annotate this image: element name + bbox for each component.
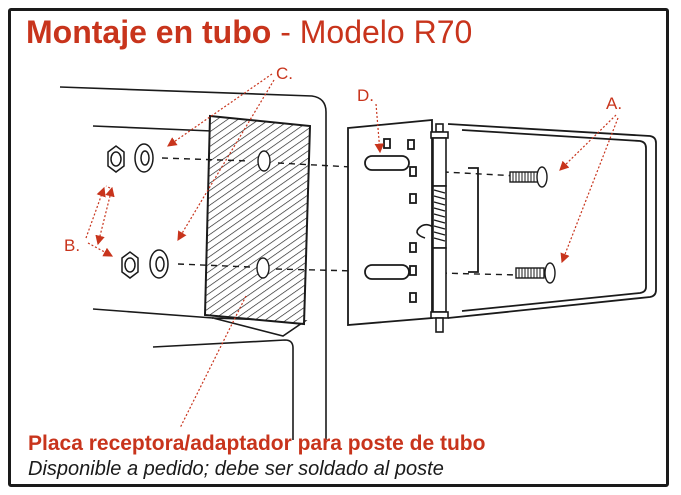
pipe-post	[59, 86, 327, 440]
bolt-top	[509, 166, 548, 188]
washer-bottom	[149, 249, 169, 279]
hinge-plate	[347, 119, 433, 326]
title-bold: Montaje en tubo	[26, 14, 272, 50]
title-model: - Modelo R70	[271, 14, 473, 50]
nut-top	[107, 145, 125, 173]
caption-note: Disponible a pedido; debe ser soldado al…	[28, 458, 444, 480]
nut-bottom	[121, 251, 139, 279]
caption-heading: Placa receptora/adaptador para poste de …	[28, 432, 486, 455]
label-c: C.	[276, 64, 293, 83]
diagram-title: Montaje en tubo - Modelo R70	[26, 16, 472, 48]
washer-top	[134, 143, 154, 173]
hinge-pin	[416, 123, 449, 333]
receiving-plate	[203, 114, 312, 326]
leader-lines	[85, 73, 619, 429]
label-d: D.	[357, 86, 374, 105]
bracket-frame	[447, 123, 657, 319]
label-a: A.	[606, 94, 622, 113]
label-b: B.	[64, 236, 80, 255]
bolt-bottom	[515, 262, 556, 284]
diagram-frame	[8, 8, 669, 487]
